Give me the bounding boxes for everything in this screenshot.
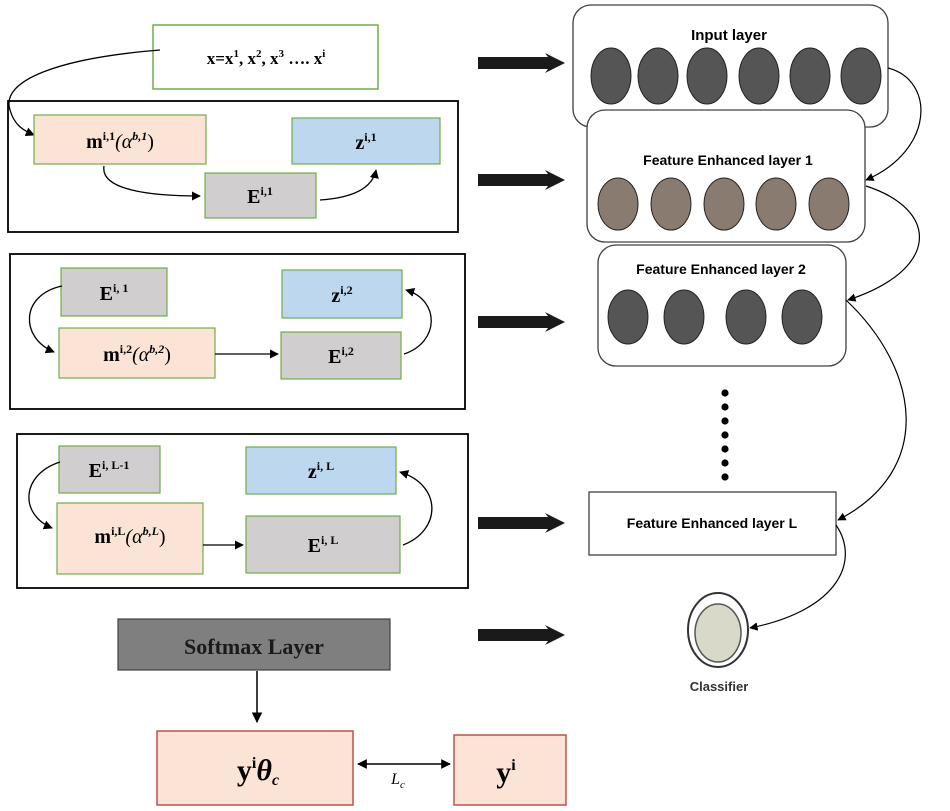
fe1-node bbox=[597, 177, 639, 231]
arrow-softmax bbox=[478, 625, 565, 645]
block-1-m-label: mi,1(αb,1) bbox=[86, 129, 154, 153]
feature-layer-2-frame bbox=[597, 244, 847, 367]
block-2-e-in-label: Ei, 1 bbox=[100, 281, 129, 305]
feature-layer-1-label: Feature Enhanced layer 1 bbox=[643, 152, 813, 168]
feature-layer-L: Feature Enhanced layer L bbox=[588, 491, 837, 556]
block-1-m-to-e-arrow bbox=[103, 165, 201, 201]
fe2-to-feL-arrow bbox=[837, 299, 907, 521]
arrow-block2 bbox=[478, 312, 565, 332]
block-1-z-label: zi,1 bbox=[355, 130, 376, 154]
input-node bbox=[840, 47, 882, 105]
block-1-m-box bbox=[33, 114, 207, 165]
block-2-m-label: mi,2(αb,2) bbox=[103, 342, 171, 366]
block-1-e-to-z-arrow bbox=[319, 169, 379, 201]
block-L-m-label: mi,L(αb,L) bbox=[94, 524, 165, 548]
arrow-input bbox=[478, 53, 565, 73]
block-1-frame bbox=[7, 100, 459, 233]
predicted-output-box bbox=[156, 730, 354, 806]
classifier-label: Classifier bbox=[690, 679, 749, 694]
feature-layer-L-frame bbox=[588, 491, 837, 556]
loss-label: Lc bbox=[390, 771, 405, 791]
block-L-z-label: zi, L bbox=[308, 459, 334, 483]
input-sequence-text: x=x1, x2, x3 …. xi bbox=[207, 48, 326, 68]
classifier-inner bbox=[694, 603, 742, 663]
block-L-e-in-box bbox=[58, 445, 161, 494]
input-node bbox=[637, 47, 679, 105]
fe2-node bbox=[663, 289, 705, 345]
arrow-block1 bbox=[478, 170, 565, 190]
feature-layer-1: Feature Enhanced layer 1 bbox=[586, 109, 866, 243]
arrow-blockL bbox=[478, 513, 565, 533]
fe1-node bbox=[650, 177, 692, 231]
input-node bbox=[789, 47, 831, 105]
block-L-e-to-z-arrow bbox=[399, 470, 433, 546]
feL-to-classifier-arrow bbox=[749, 524, 846, 631]
input-to-block1-arrow bbox=[8, 49, 161, 137]
block-L-ein-to-m-arrow bbox=[28, 461, 61, 530]
fe1-node bbox=[755, 177, 797, 231]
block-L-e-label: Ei, L bbox=[308, 533, 339, 557]
true-output-label: yi bbox=[496, 756, 516, 789]
fe2-node bbox=[781, 289, 823, 345]
softmax-layer: Softmax Layer bbox=[117, 618, 391, 671]
block-2-e-in-box bbox=[60, 267, 168, 317]
input-node bbox=[738, 47, 780, 105]
input-to-fe1-arrow bbox=[865, 67, 922, 181]
block-2: Ei, 1 mi,2(αb,2) zi,2 Ei,2 bbox=[9, 253, 466, 410]
block-2-e-label: Ei,2 bbox=[328, 344, 354, 368]
block-2-ein-to-m-arrow bbox=[28, 285, 63, 354]
input-sequence-box: x=x1, x2, x3 …. xi bbox=[152, 24, 379, 90]
feature-layer-L-label: Feature Enhanced layer L bbox=[627, 515, 798, 531]
fe1-node bbox=[703, 177, 745, 231]
fe2-node bbox=[607, 289, 649, 345]
block-1-e-label: Ei,1 bbox=[247, 184, 273, 208]
block-L: Ei, L-1 mi,L(αb,L) zi, L Ei, L bbox=[16, 433, 469, 589]
input-layer: Input layer bbox=[572, 4, 889, 128]
input-node bbox=[686, 47, 728, 105]
classifier: Classifier bbox=[687, 592, 749, 694]
feature-layer-2-label: Feature Enhanced layer 2 bbox=[636, 261, 806, 277]
block-2-z-box bbox=[281, 269, 403, 319]
ellipsis-dots bbox=[721, 389, 729, 481]
predicted-output-label: yiθc bbox=[237, 754, 279, 789]
block-L-e-box bbox=[245, 515, 401, 574]
block-L-m-box bbox=[56, 502, 204, 575]
block-2-frame bbox=[9, 253, 466, 410]
input-node bbox=[590, 47, 632, 105]
fe1-node bbox=[808, 177, 850, 231]
softmax-label: Softmax Layer bbox=[184, 634, 324, 659]
feature-layer-2: Feature Enhanced layer 2 bbox=[597, 244, 847, 367]
block-2-z-label: zi,2 bbox=[331, 283, 352, 307]
fe1-to-fe2-arrow bbox=[847, 185, 920, 302]
block-1-e-box bbox=[204, 172, 317, 219]
block-L-e-in-label: Ei, L-1 bbox=[89, 458, 130, 482]
block-2-e-box bbox=[280, 331, 402, 380]
block-1-z-box bbox=[291, 117, 441, 165]
block-1: mi,1(αb,1) zi,1 Ei,1 bbox=[7, 100, 459, 233]
block-2-e-to-z-arrow bbox=[403, 287, 432, 355]
block-L-z-box bbox=[245, 446, 397, 495]
true-output-box bbox=[453, 734, 567, 806]
predicted-output: yiθc bbox=[156, 730, 354, 806]
softmax-box bbox=[117, 618, 391, 671]
block-L-frame bbox=[16, 433, 469, 589]
center-arrows bbox=[478, 53, 565, 645]
input-layer-label: Input layer bbox=[691, 27, 767, 44]
true-output: yi bbox=[453, 734, 567, 806]
block-2-m-box bbox=[58, 327, 216, 379]
fe2-node bbox=[725, 289, 767, 345]
